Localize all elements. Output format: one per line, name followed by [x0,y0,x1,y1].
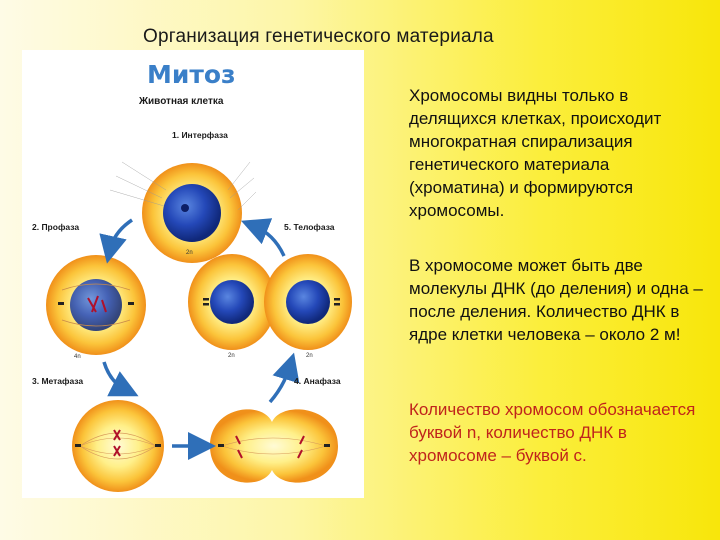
arrow-prophase-to-metaphase [102,361,139,397]
stage-label-telophase: 5. Телофаза [284,222,335,232]
anaphase-cell [210,409,338,483]
arrow-telophase-to-interphase [241,218,286,257]
stage-label-interphase: 1. Интерфаза [172,130,228,140]
figure-subheading: Животная клетка [139,96,224,107]
mitosis-illustration [46,161,352,492]
prophase-cell [46,255,146,355]
cycle-arrows [99,218,300,460]
metaphase-cell [72,400,164,492]
arrow-interphase-to-prophase [99,218,133,264]
telophase-cells [188,254,352,350]
ploidy-prophase: 4n [74,354,81,360]
mitosis-figure: Митоз Животная клетка 1. Интерфаза 2. Пр… [22,50,364,498]
arrow-anaphase-to-telophase [268,352,300,404]
paragraph-n-and-c-notation: Количество хромосом обозначается буквой … [409,400,696,465]
interphase-cell [142,163,242,263]
slide-title: Организация генетического материала [143,26,494,47]
stage-label-anaphase: 4. Анафаза [294,376,341,386]
paragraph-chromosomes-visible: Хромосомы видны только в делящихся клетк… [409,86,662,220]
stage-label-prophase: 2. Профаза [32,222,80,232]
ploidy-telophase-left: 2n [228,353,235,359]
figure-heading: Митоз [147,60,236,89]
paragraph-dna-molecules: В хромосоме может быть две молекулы ДНК … [409,256,703,344]
ploidy-telophase-right: 2n [306,353,313,359]
stage-label-metaphase: 3. Метафаза [32,376,84,386]
ploidy-interphase: 2n [186,250,193,256]
